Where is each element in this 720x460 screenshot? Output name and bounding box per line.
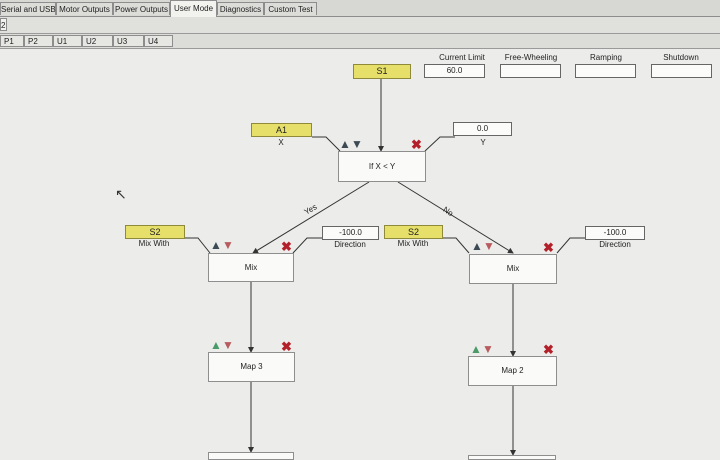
tab-user-mode[interactable]: User Mode	[170, 0, 217, 17]
x-label: X	[278, 138, 284, 147]
mix-right-input-node[interactable]: S2	[384, 225, 443, 239]
tab-serial-and-usb[interactable]: Serial and USB	[0, 2, 56, 15]
free-wheeling-label: Free-Wheeling	[504, 53, 558, 62]
connector-mix-left-direction	[292, 237, 322, 254]
next-node-left[interactable]	[208, 452, 294, 460]
mouse-pointer-icon: ↖	[115, 186, 127, 202]
move-up-icon[interactable]: ▲	[471, 239, 483, 253]
mix-left-input-node[interactable]: S2	[125, 225, 185, 239]
move-up-icon[interactable]: ▲	[470, 342, 482, 356]
script-tab-u1[interactable]: U1	[53, 35, 82, 47]
delete-x-icon[interactable]: ✖	[543, 240, 554, 255]
s1-input-node[interactable]: S1	[353, 64, 411, 79]
tab-power-outputs[interactable]: Power Outputs	[113, 2, 170, 15]
delete-x-icon[interactable]: ✖	[543, 342, 554, 357]
move-down-icon[interactable]: ▼	[483, 239, 495, 253]
next-node-right[interactable]	[468, 455, 556, 460]
move-up-icon[interactable]: ▲	[210, 338, 222, 352]
mix-left-direction-label: Direction	[334, 240, 366, 249]
sub-tab-bar: 2	[0, 17, 720, 34]
mix-right-direction-label: Direction	[599, 240, 631, 249]
ramping-label: Ramping	[589, 53, 622, 62]
free-wheeling-field[interactable]	[500, 64, 561, 78]
tab-diagnostics[interactable]: Diagnostics	[217, 2, 264, 15]
current-limit-label: Current Limit	[439, 53, 485, 62]
y-value-field[interactable]: 0.0	[453, 122, 512, 136]
delete-x-icon[interactable]: ✖	[281, 339, 292, 354]
move-down-icon[interactable]: ▼	[222, 238, 234, 252]
mix-left-direction-field[interactable]: -100.0	[322, 226, 379, 240]
move-up-icon[interactable]: ▲	[339, 137, 351, 151]
map-3-node[interactable]: Map 3	[208, 352, 295, 382]
y-label: Y	[480, 138, 486, 147]
connector-y-input	[424, 136, 455, 152]
script-tab-p2[interactable]: P2	[24, 35, 53, 47]
x-input-node[interactable]: A1	[251, 123, 312, 137]
move-down-icon[interactable]: ▼	[351, 137, 363, 151]
tab-motor-outputs[interactable]: Motor Outputs	[56, 2, 113, 15]
move-down-icon[interactable]: ▼	[482, 342, 494, 356]
script-tab-u2[interactable]: U2	[82, 35, 113, 47]
sub-tab-leading[interactable]: 2	[0, 18, 7, 31]
connector-x-input	[312, 136, 341, 152]
script-tab-u3[interactable]: U3	[113, 35, 144, 47]
current-limit-field[interactable]: 60.0	[424, 64, 485, 78]
mix-right-node[interactable]: Mix	[469, 254, 557, 284]
connector-yes	[252, 181, 370, 254]
mix-left-node[interactable]: Mix	[208, 253, 294, 282]
tab-custom-test[interactable]: Custom Test	[264, 2, 317, 15]
ramping-field[interactable]	[575, 64, 636, 78]
move-down-icon[interactable]: ▼	[222, 338, 234, 352]
mix-right-input-label: Mix With	[397, 239, 429, 248]
script-tab-p1[interactable]: P1	[0, 35, 24, 47]
move-up-icon[interactable]: ▲	[210, 238, 222, 252]
connector-mix-right-direction	[556, 237, 585, 254]
connector-mix-right-input	[443, 237, 470, 254]
script-tab-bar: P1 P2 U1 U2 U3 U4	[0, 34, 720, 49]
shutdown-field[interactable]	[651, 64, 712, 78]
connector-no	[397, 181, 514, 254]
shutdown-label: Shutdown	[663, 53, 699, 62]
mix-left-input-label: Mix With	[138, 239, 170, 248]
delete-x-icon[interactable]: ✖	[411, 137, 422, 152]
condition-node[interactable]: If X < Y	[338, 151, 426, 182]
map-2-node[interactable]: Map 2	[468, 356, 557, 386]
mix-right-direction-field[interactable]: -100.0	[585, 226, 645, 240]
delete-x-icon[interactable]: ✖	[281, 239, 292, 254]
script-tab-u4[interactable]: U4	[144, 35, 173, 47]
connector-mix-left-input	[185, 237, 211, 254]
main-tab-bar: Serial and USB Motor Outputs Power Outpu…	[0, 0, 720, 17]
